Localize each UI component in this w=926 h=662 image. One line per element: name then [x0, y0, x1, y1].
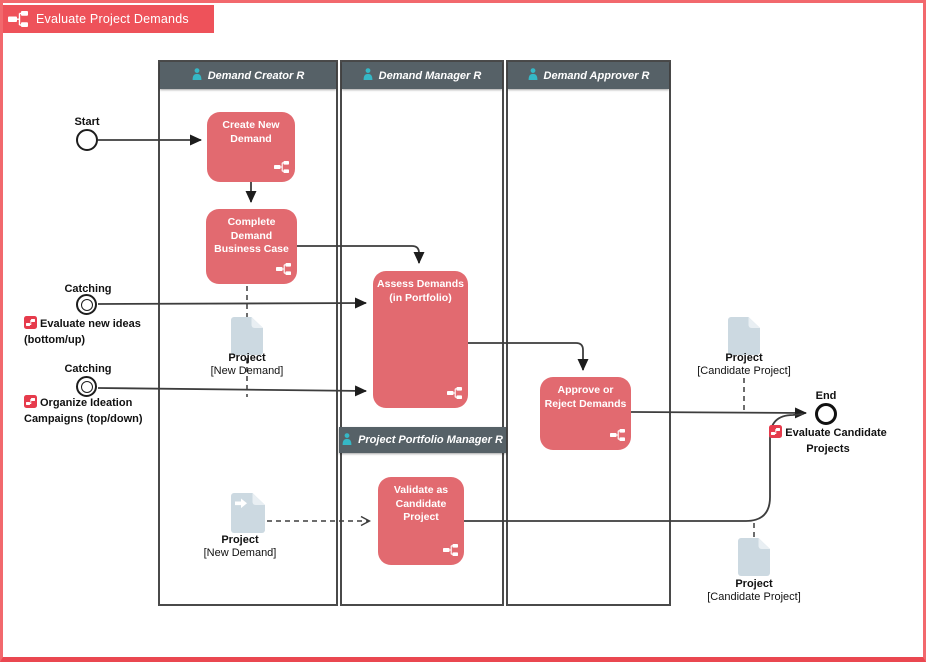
linked-process-icon [769, 425, 783, 442]
lane-label: Demand Approver R [543, 69, 650, 82]
diagram-title: Evaluate Project Demands [36, 12, 189, 26]
lane-header-demand-manager[interactable]: Demand Manager R [342, 62, 502, 89]
task-label: Approve or Reject Demands [544, 384, 627, 410]
document-icon-project-new-demand-input[interactable] [231, 493, 265, 538]
diagram-title-bar[interactable]: Evaluate Project Demands [3, 5, 214, 33]
task-label: Validate as Candidate Project [393, 484, 449, 523]
task-validate-as-candidate-project[interactable]: Validate as Candidate Project [378, 477, 464, 565]
document-name: Project [725, 352, 763, 364]
start-event-label: Start [74, 116, 100, 128]
task-complete-demand-business-case[interactable]: Complete Demand Business Case [206, 209, 297, 284]
lane-header-project-portfolio-manager[interactable]: Project Portfolio Manager R [339, 427, 506, 453]
process-link-label: Evaluate new ideas (bottom/up) [24, 318, 141, 346]
process-link-label: Organize Ideation Campaigns (top/down) [24, 397, 143, 425]
lane-label: Project Portfolio Manager R [358, 434, 503, 446]
subprocess-icon [610, 428, 625, 446]
document-label: Project [Candidate Project] [684, 352, 804, 378]
process-diagram-icon [8, 11, 28, 27]
task-label: Complete Demand Business Case [214, 216, 289, 255]
flow-assess-to-approve[interactable] [468, 342, 589, 371]
subprocess-icon [274, 160, 289, 178]
lane-label: Demand Manager R [378, 69, 482, 82]
linked-process-icon [24, 395, 37, 412]
document-state: [New Demand] [210, 365, 284, 377]
task-label: Create New Demand [222, 119, 280, 145]
document-icon-project-candidate[interactable] [728, 317, 760, 360]
catching-event-inner-ring [80, 298, 93, 311]
flow-validate-to-end[interactable] [464, 413, 804, 522]
catching-event-bottom[interactable] [76, 376, 97, 397]
document-state: [New Demand] [203, 547, 277, 559]
document-icon-project-new-demand[interactable] [231, 317, 263, 360]
flow-complete-to-assess[interactable] [297, 245, 425, 264]
document-name: Project [228, 352, 266, 364]
document-icon-project-candidate-output[interactable] [738, 538, 770, 581]
process-link-organize-ideation[interactable]: Organize Ideation Campaigns (top/down) [24, 395, 182, 426]
document-state: [Candidate Project] [707, 591, 801, 603]
lane-demand-manager[interactable]: Demand Manager R [340, 60, 504, 606]
lane-demand-creator[interactable]: Demand Creator R [158, 60, 338, 606]
lane-label: Demand Creator R [207, 69, 305, 82]
subprocess-icon [447, 386, 462, 404]
task-assess-demands[interactable]: Assess Demands (in Portfolio) [373, 271, 468, 408]
person-icon [192, 68, 202, 83]
document-label: Project [New Demand] [185, 534, 295, 560]
subprocess-icon [443, 543, 458, 561]
flow-catching-top-to-assess[interactable] [97, 297, 367, 309]
document-label: Project [New Demand] [192, 352, 302, 378]
subprocess-icon [276, 262, 291, 280]
catching-event-label: Catching [64, 363, 112, 375]
linked-process-icon [24, 316, 37, 333]
document-state: [Candidate Project] [697, 365, 791, 377]
person-icon [528, 68, 538, 83]
end-event-label: End [815, 390, 837, 402]
document-label: Project [Candidate Project] [694, 578, 814, 604]
lane-header-demand-approver[interactable]: Demand Approver R [508, 62, 669, 89]
person-icon [342, 432, 352, 448]
catching-event-label: Catching [64, 283, 112, 295]
lane-demand-approver[interactable]: Demand Approver R [506, 60, 671, 606]
person-icon [363, 68, 373, 83]
process-link-evaluate-candidate-projects[interactable]: Evaluate Candidate Projects [769, 425, 887, 456]
flow-approve-to-end[interactable] [630, 407, 807, 419]
task-label: Assess Demands (in Portfolio) [377, 278, 464, 304]
catching-event-inner-ring [80, 380, 93, 393]
flow-catching-bottom-to-assess[interactable] [97, 385, 367, 397]
process-link-evaluate-new-ideas[interactable]: Evaluate new ideas (bottom/up) [24, 316, 160, 347]
catching-event-top[interactable] [76, 294, 97, 315]
lane-header-demand-creator[interactable]: Demand Creator R [160, 62, 336, 89]
task-approve-or-reject-demands[interactable]: Approve or Reject Demands [540, 377, 631, 450]
start-event[interactable] [76, 129, 98, 151]
document-name: Project [735, 578, 773, 590]
task-create-new-demand[interactable]: Create New Demand [207, 112, 295, 182]
document-name: Project [221, 534, 259, 546]
end-event[interactable] [815, 403, 837, 425]
process-link-label: Evaluate Candidate Projects [785, 427, 887, 455]
